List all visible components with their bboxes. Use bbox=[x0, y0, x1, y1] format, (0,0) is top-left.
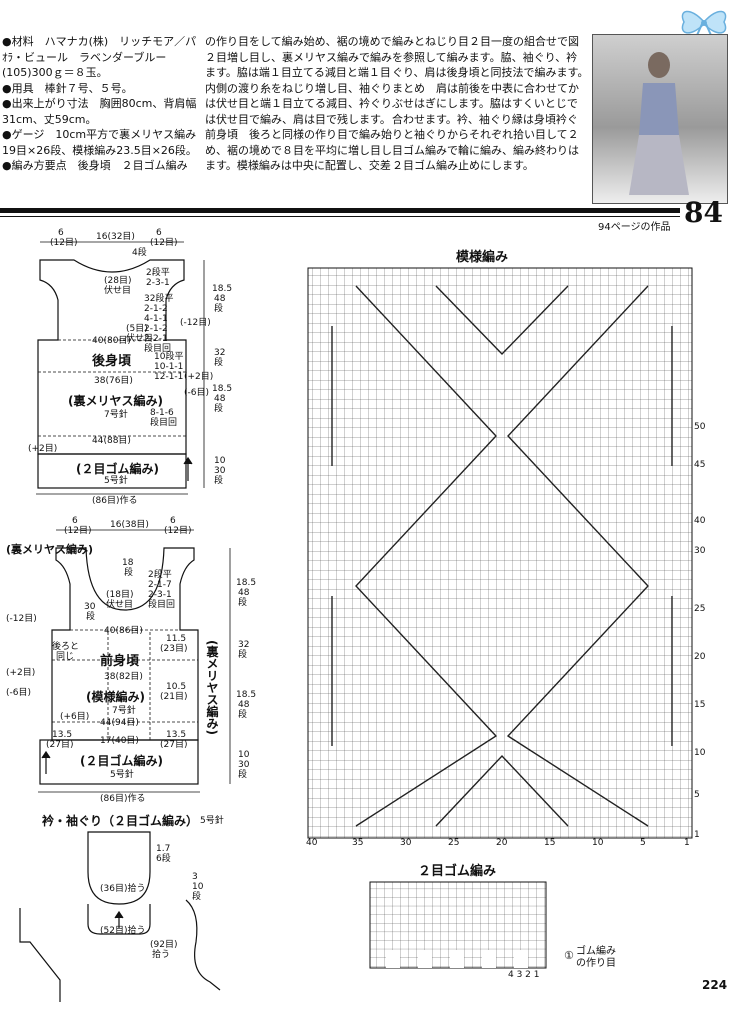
back-body-diagram: 6 (12目) 16(32目) 6 (12目) (28目) 伏せ目 4段 2段平… bbox=[28, 228, 233, 506]
front-body-diagram: 6 (12目) 16(38目) 6 (12目) (裏メリヤス編み) 18 段 2… bbox=[6, 516, 257, 804]
pattern-row-numbers: 50 bbox=[694, 422, 706, 432]
intro-text: ●材料 ハマナカ(株) リッチモア／パｵﾗ・ビュール ラベンダーブルー(105)… bbox=[2, 35, 197, 172]
collar-armhole-diagram: 衿・袖ぐり（２目ゴム編み） 5号針 (36目)拾う (52目)拾う (92目) … bbox=[0, 812, 300, 1012]
header-rule bbox=[0, 208, 680, 213]
front-body-label: 前身頃 bbox=[100, 654, 140, 669]
back-body-label: 後身頃 bbox=[92, 354, 132, 369]
header-rule-thin bbox=[0, 216, 680, 217]
rib-chart-grid bbox=[369, 881, 547, 969]
rib-chart-title: ２目ゴム編み bbox=[418, 864, 497, 879]
pattern-chart-title: 模様編み bbox=[456, 250, 509, 265]
bow-logo-icon bbox=[681, 10, 727, 43]
pattern-chart-grid bbox=[307, 267, 693, 839]
work-number: 84 bbox=[684, 196, 723, 229]
page-reference: 94ページの作品 bbox=[598, 222, 671, 233]
instructions-col3: 編みとねじり目２目一度の組合せで図を参照して編みます。脇、袖ぐり、衿ぐり、肩は後… bbox=[392, 35, 589, 172]
model-photo bbox=[592, 34, 728, 204]
page-number: 224 bbox=[702, 978, 728, 992]
